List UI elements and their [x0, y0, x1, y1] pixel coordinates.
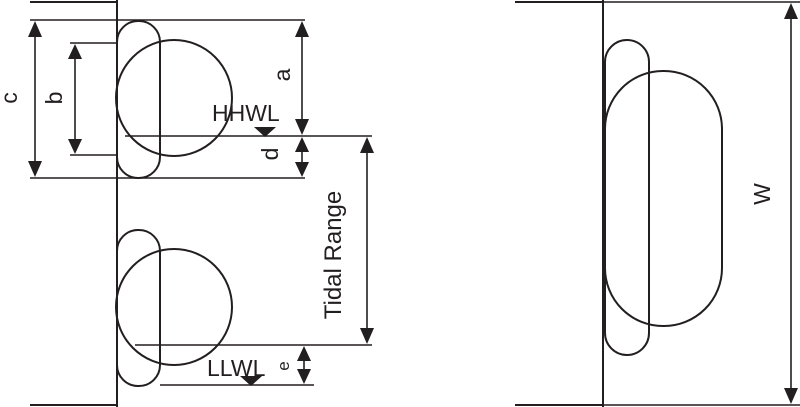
label-hhwl: HHWL	[212, 100, 280, 126]
dim-a-arrow-top	[295, 21, 309, 37]
front-fender-panel	[604, 39, 650, 356]
label-e: e	[274, 361, 293, 370]
upper-fender-body	[115, 39, 233, 157]
label-c: c	[0, 92, 22, 104]
label-a: a	[269, 68, 295, 81]
llwl-marker-icon	[240, 376, 262, 386]
dim-b-arrow-top	[68, 44, 82, 59]
dim-e-arrow-top	[297, 346, 311, 361]
dim-c-arrow-bottom	[28, 161, 42, 177]
front-fender-body	[604, 70, 723, 327]
lower-fender-body	[115, 248, 233, 366]
dim-d-arrow-top	[295, 137, 309, 152]
label-llwl: LLWL	[207, 355, 266, 381]
dim-d-arrow-bottom	[295, 162, 309, 177]
label-d: d	[257, 148, 283, 161]
label-b: b	[41, 92, 67, 105]
dim-e-arrow-bottom	[297, 369, 311, 384]
dim-a-arrow-bottom	[295, 119, 309, 135]
dim-b-arrow-bottom	[68, 139, 82, 154]
dim-w-arrow-top	[784, 3, 798, 19]
dim-c-arrow-top	[28, 21, 42, 37]
label-tidal-range: Tidal Range	[320, 191, 347, 320]
label-w: W	[749, 183, 775, 205]
dim-tidal-arrow-bottom	[360, 328, 374, 344]
dim-tidal-arrow-top	[360, 137, 374, 153]
dim-w-arrow-bottom	[784, 388, 798, 404]
hhwl-marker-icon	[254, 127, 276, 137]
